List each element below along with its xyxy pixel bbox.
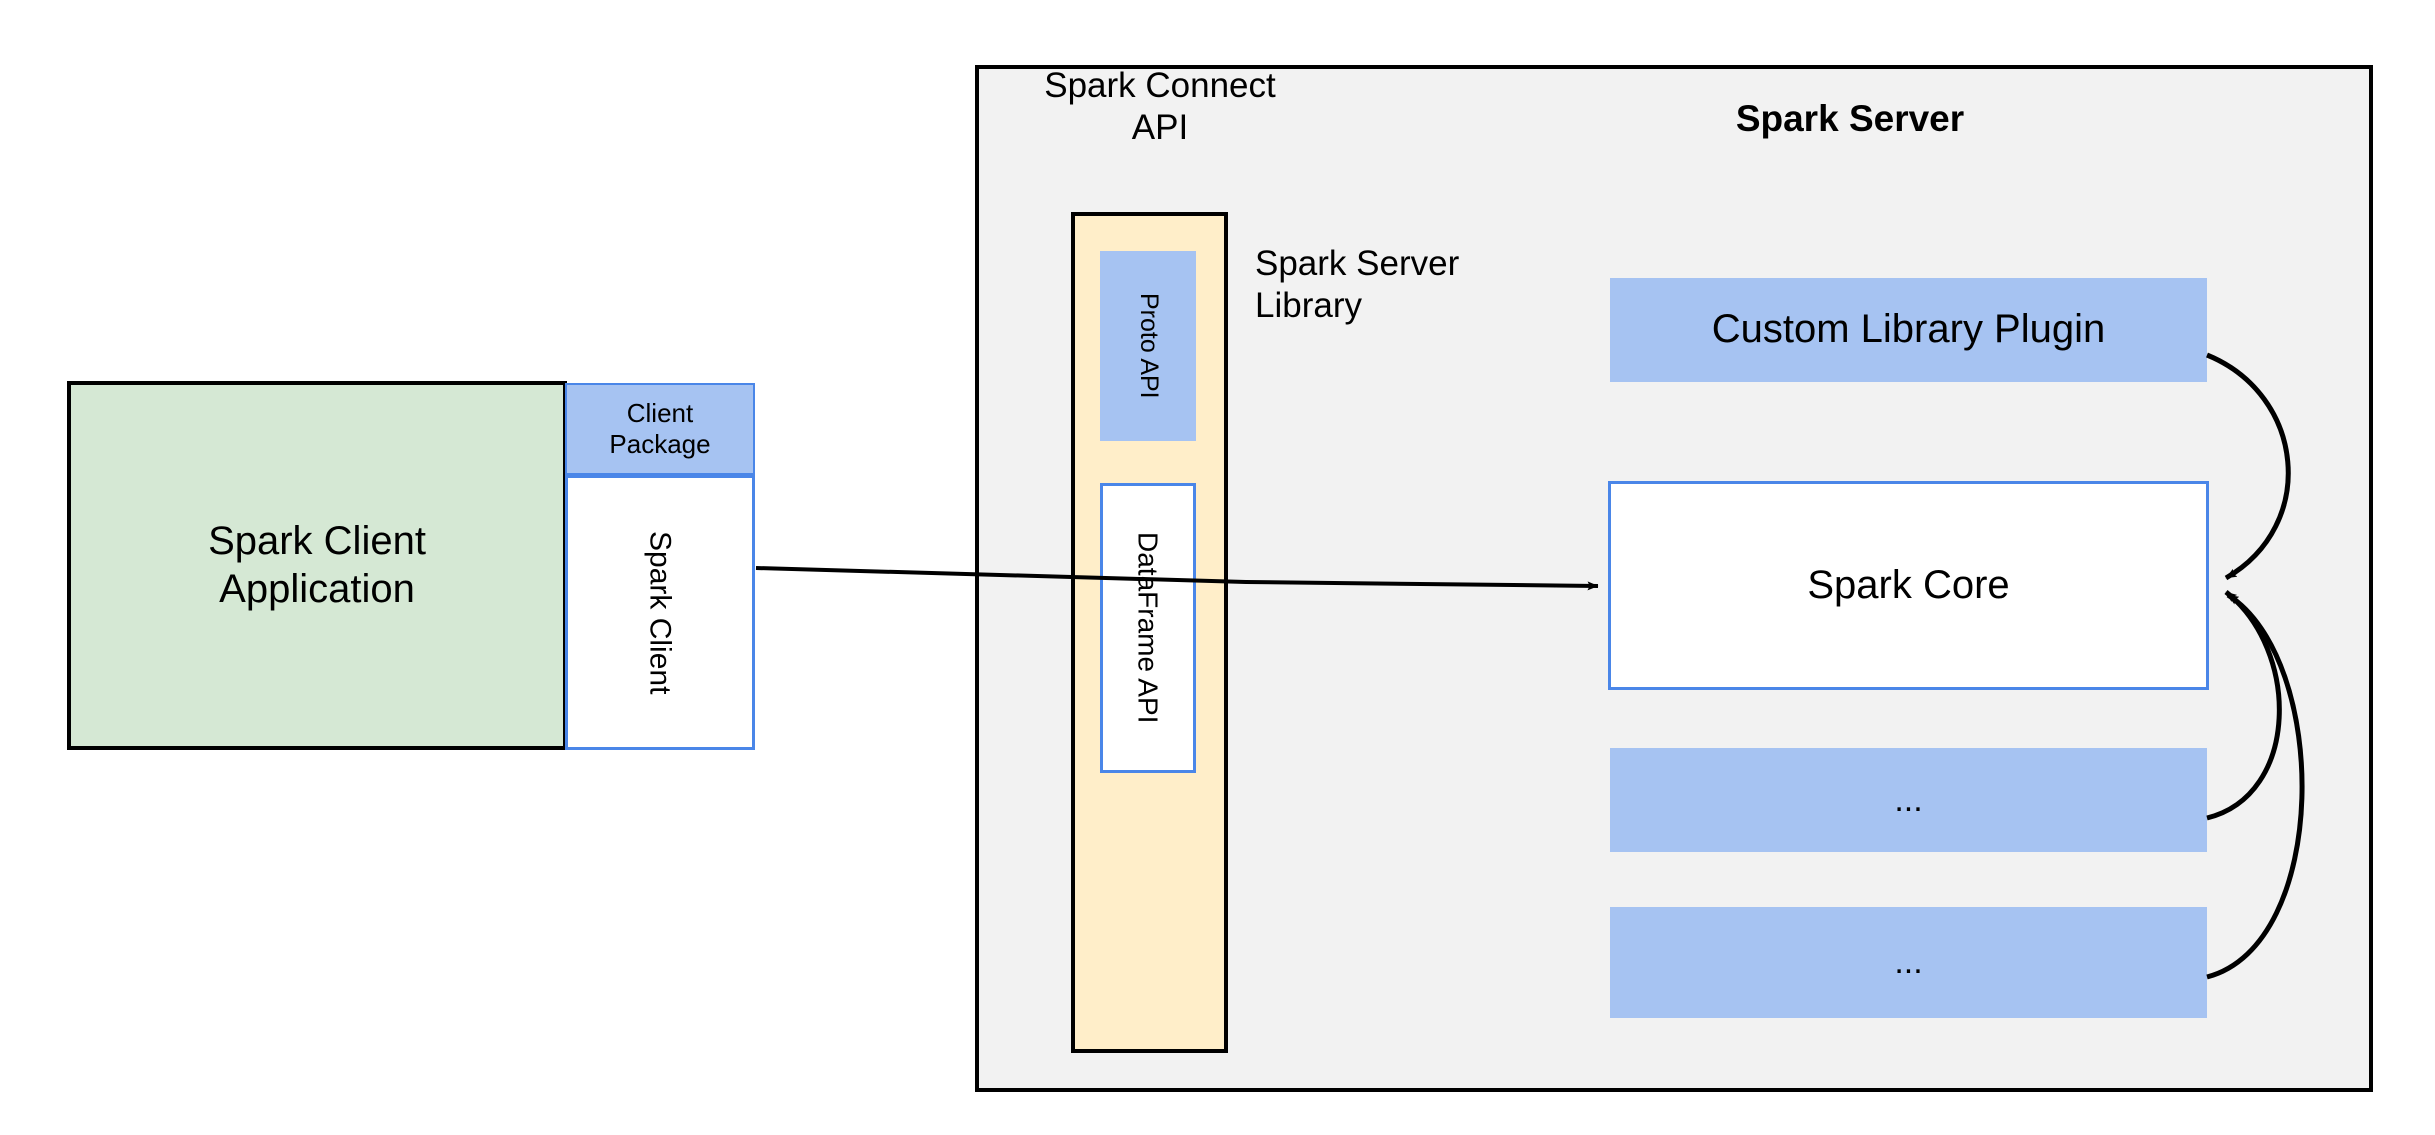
spark-connect-api-label: Spark Connect API: [1044, 66, 1276, 147]
spark-core-box[interactable]: Spark Core: [1608, 481, 2209, 690]
proto-api-box[interactable]: Proto API: [1100, 251, 1196, 441]
spark-client-box[interactable]: Spark Client: [565, 475, 755, 750]
custom-library-plugin-box[interactable]: Custom Library Plugin: [1610, 278, 2207, 382]
plugin-placeholder-label-2: ...: [1894, 943, 1923, 982]
client-package-label: Client Package: [609, 398, 711, 459]
dataframe-api-label: DataFrame API: [1132, 532, 1164, 724]
spark-core-label: Spark Core: [1807, 562, 2010, 607]
spark-server-library-label: Spark Server Library: [1255, 244, 1460, 325]
spark-client-label: Spark Client: [643, 530, 677, 695]
spark-server-title: Spark Server: [1735, 98, 1965, 139]
dataframe-api-box[interactable]: DataFrame API: [1100, 483, 1196, 773]
client-package-box[interactable]: Client Package: [565, 383, 755, 475]
plugin-placeholder-label-1: ...: [1894, 780, 1923, 819]
spark-client-application-box[interactable]: Spark Client Application: [67, 381, 567, 750]
custom-library-plugin-label: Custom Library Plugin: [1711, 307, 2106, 352]
spark-client-application-label: Spark Client Application: [208, 519, 426, 611]
plugin-placeholder-box-1[interactable]: ...: [1610, 748, 2207, 852]
plugin-placeholder-box-2[interactable]: ...: [1610, 907, 2207, 1018]
proto-api-label: Proto API: [1134, 293, 1163, 399]
